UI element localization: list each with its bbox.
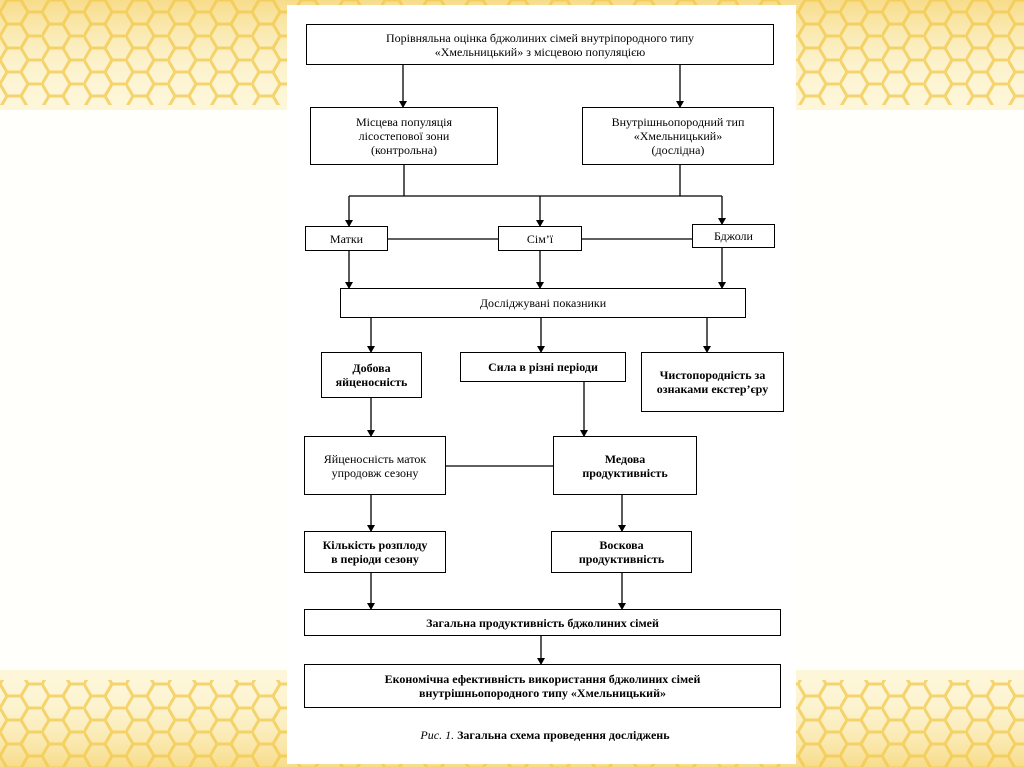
title-box: Порівняльна оцінка бджолиних сімей внутр…	[306, 24, 774, 65]
economic-efficiency-box: Економічна ефективність використання бдж…	[304, 664, 781, 708]
total-productivity-box: Загальна продуктивність бджолиних сімей	[304, 609, 781, 636]
daily-egg-laying-box: Добова яйценосність	[321, 352, 422, 398]
purebred-box: Чистопородність за ознаками екстер’єру	[641, 352, 784, 412]
queen-egg-laying-box: Яйценосність маток упродовж сезону	[304, 436, 446, 495]
wax-productivity-box: Воскова продуктивність	[551, 531, 692, 573]
figure-caption: Рис. 1. Загальна схема проведення дослід…	[300, 728, 790, 743]
indicators-box: Досліджувані показники	[340, 288, 746, 318]
brood-amount-box: Кількість розплоду в періоди сезону	[304, 531, 446, 573]
figure-title: Загальна схема проведення досліджень	[457, 728, 670, 742]
intrabreed-type-box: Внутрішньопородний тип «Хмельницький» (д…	[582, 107, 774, 165]
honey-productivity-box: Медова продуктивність	[553, 436, 697, 495]
strength-periods-box: Сила в різні періоди	[460, 352, 626, 382]
figure-label: Рис. 1.	[420, 728, 455, 742]
queens-box: Матки	[305, 226, 388, 251]
local-population-box: Місцева популяція лісостепової зони (кон…	[310, 107, 498, 165]
families-box: Сім’ї	[498, 226, 582, 251]
bees-box: Бджоли	[692, 224, 775, 248]
